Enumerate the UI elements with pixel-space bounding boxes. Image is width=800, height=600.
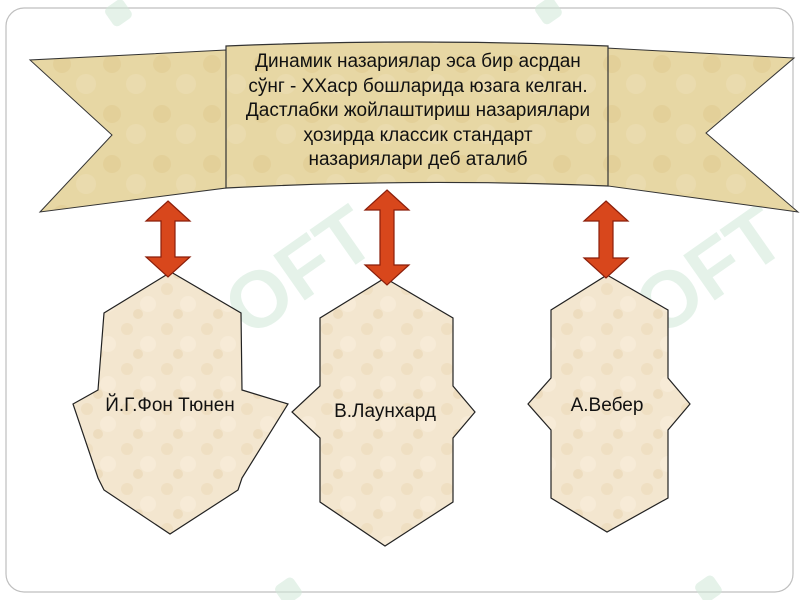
banner-line: Динамик назариялар эса бир асрдан xyxy=(255,51,581,72)
banner-text: Динамик назариялар эса бир асрдан сўнг -… xyxy=(226,50,610,173)
banner-line: ҳозирда классик стандарт xyxy=(303,124,533,146)
star-node-2 xyxy=(291,277,476,547)
banner-line: сўнг - XXаср бошларида юзага келган. xyxy=(248,75,588,97)
node-label-launhardt: В.Лаунхард xyxy=(334,401,436,422)
banner-line: назариялари деб аталиб xyxy=(308,149,528,170)
node-label-thunen: Й.Г.Фон Тюнен xyxy=(105,395,235,416)
ribbon-banner xyxy=(28,41,800,213)
ribbon-center xyxy=(225,41,609,189)
banner-line: Дастлабки жойлаштириш назариялари xyxy=(245,100,591,121)
star-node-1 xyxy=(72,271,289,535)
double-arrow-2 xyxy=(363,189,411,286)
star-node-3 xyxy=(527,274,691,533)
connectors xyxy=(144,189,630,286)
double-arrow-1 xyxy=(144,200,192,278)
node-label-weber: А.Вебер xyxy=(570,395,644,416)
double-arrow-3 xyxy=(582,200,630,279)
